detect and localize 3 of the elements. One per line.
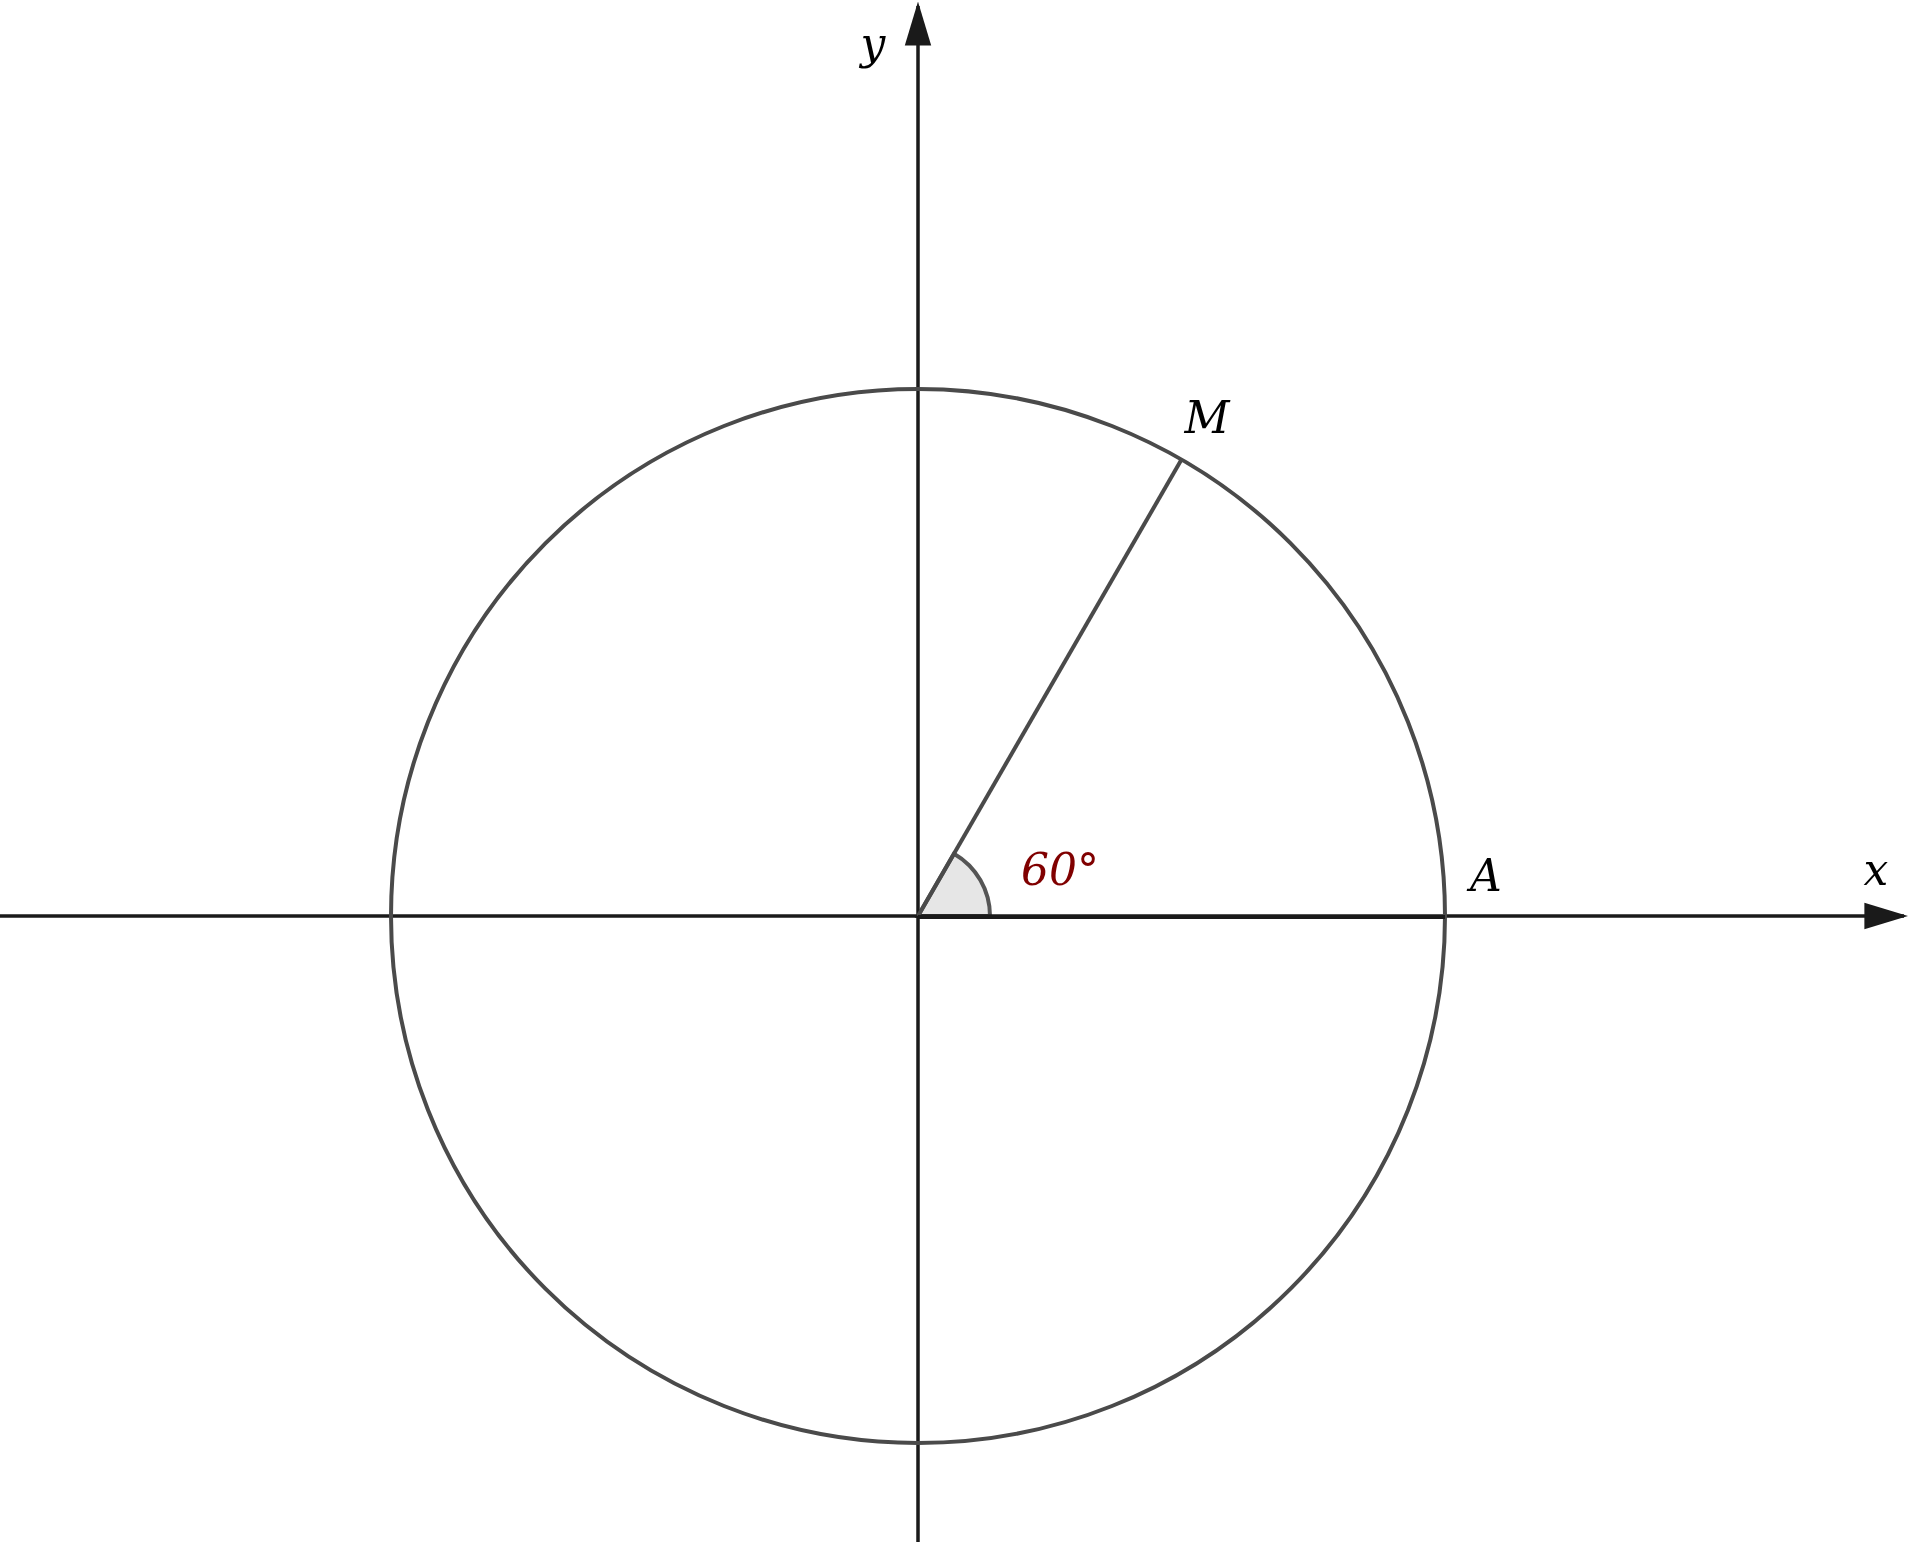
angle-label: 60°: [1021, 848, 1099, 892]
axis-label: x: [1863, 848, 1889, 892]
point-label: M: [1184, 396, 1230, 440]
